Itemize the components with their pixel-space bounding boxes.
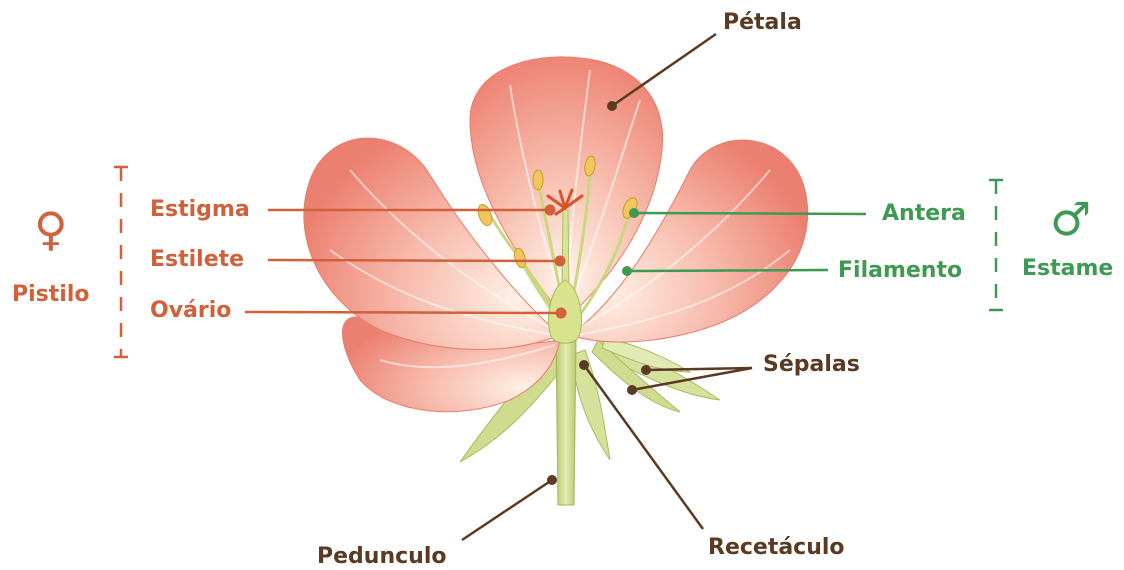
filamento-dot — [622, 266, 632, 276]
male-symbol-icon: ♂ — [1050, 196, 1091, 242]
ovario-dot — [556, 308, 567, 319]
petala-dot — [607, 101, 617, 111]
stem — [556, 340, 576, 505]
petala-label: Pétala — [723, 12, 802, 34]
pistilo-label: Pistilo — [12, 284, 89, 306]
filamento-pointer — [627, 270, 828, 271]
female-symbol-icon: ♀ — [34, 206, 68, 252]
ovario-pointer — [245, 312, 560, 313]
antera-pointer — [634, 213, 866, 214]
petala-pointer — [612, 34, 716, 106]
antera-label: Antera — [882, 203, 966, 225]
estilete-dot — [555, 256, 566, 267]
estame-label: Estame — [1022, 258, 1113, 280]
ovario-label: Ovário — [150, 300, 231, 322]
estilete-label: Estilete — [150, 249, 244, 271]
pistilo-bracket — [114, 167, 128, 357]
receptaculo-label: Recetáculo — [708, 537, 845, 559]
pedunculo-label: Pedunculo — [317, 546, 446, 568]
filamento-label: Filamento — [838, 260, 962, 282]
sepalas-label: Sépalas — [763, 354, 860, 376]
pedunculo-dot — [547, 475, 557, 485]
pedunculo-pointer — [462, 480, 552, 540]
receptaculo-dot — [579, 360, 589, 370]
sepalas-dot-2 — [627, 385, 637, 395]
sepalas-dot-1 — [641, 365, 651, 375]
estigma-dot — [545, 205, 556, 216]
antera-dot — [629, 208, 639, 218]
estigma-label: Estigma — [150, 199, 250, 221]
estilete-pointer — [268, 260, 560, 261]
estame-bracket — [989, 180, 1003, 310]
